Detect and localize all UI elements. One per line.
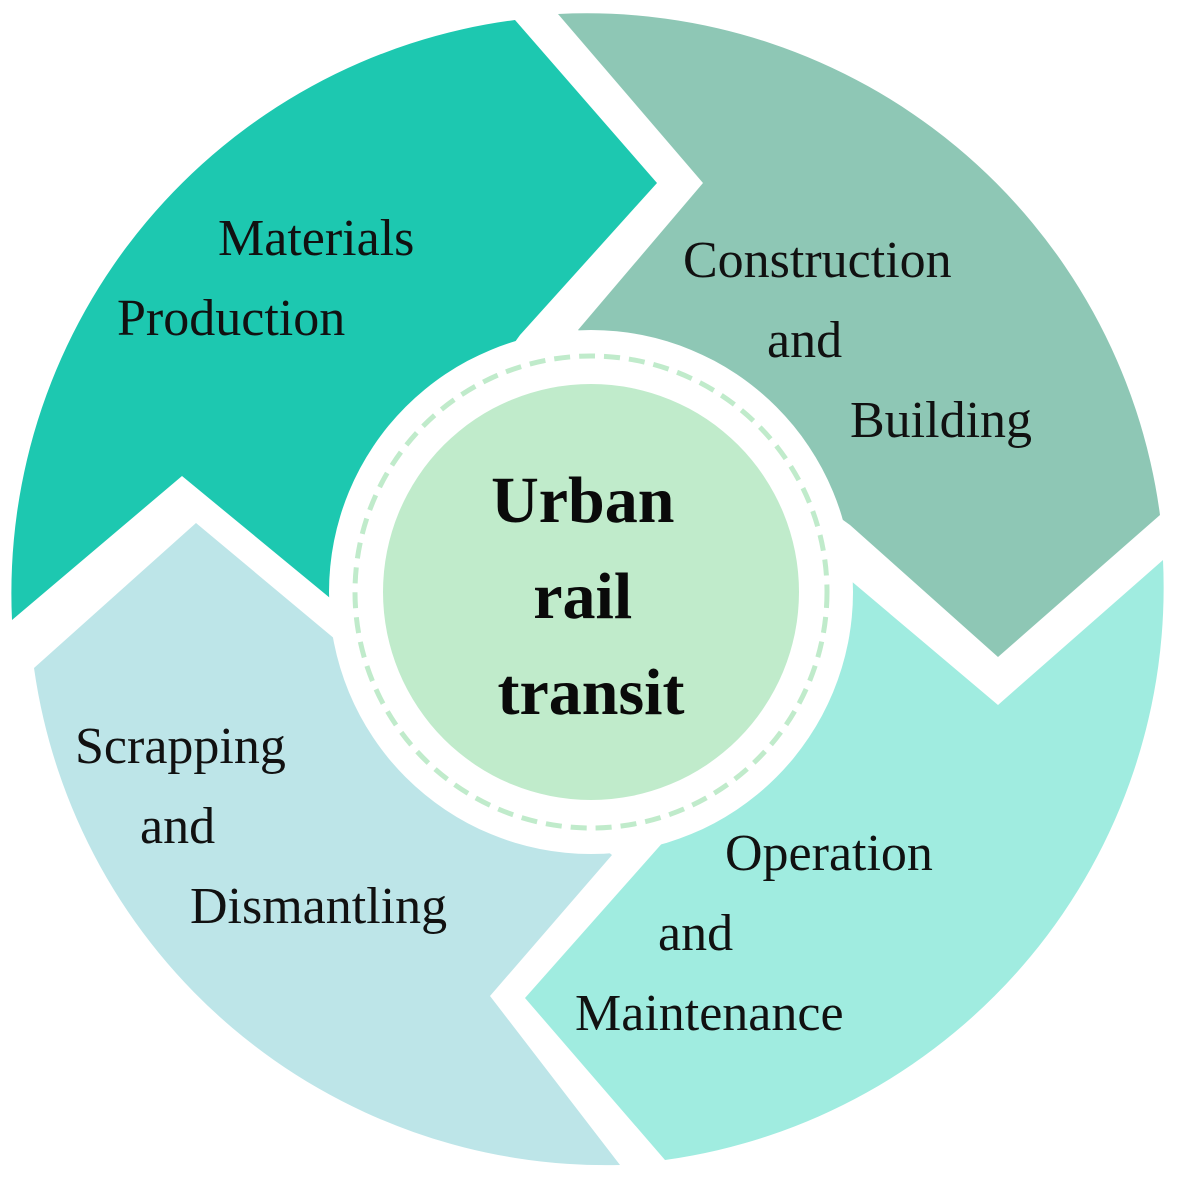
label-scrapping-dismantling: Scrapping and Dismantling [75, 718, 447, 935]
label-materials-production: Materials Production [117, 210, 427, 347]
center-label: Urban rail transit [491, 464, 691, 729]
segment-materials-production [11, 20, 657, 620]
segment-scrapping-dismantling [34, 523, 620, 1166]
label-operation-maintenance: Operation and Maintenance [575, 825, 946, 1042]
center-dashed-ring [352, 353, 830, 831]
segment-construction-building [558, 13, 1160, 658]
label-construction-building: Construction and Building [683, 232, 1032, 449]
segment-operation-maintenance [525, 560, 1164, 1160]
center-circle [383, 384, 799, 800]
